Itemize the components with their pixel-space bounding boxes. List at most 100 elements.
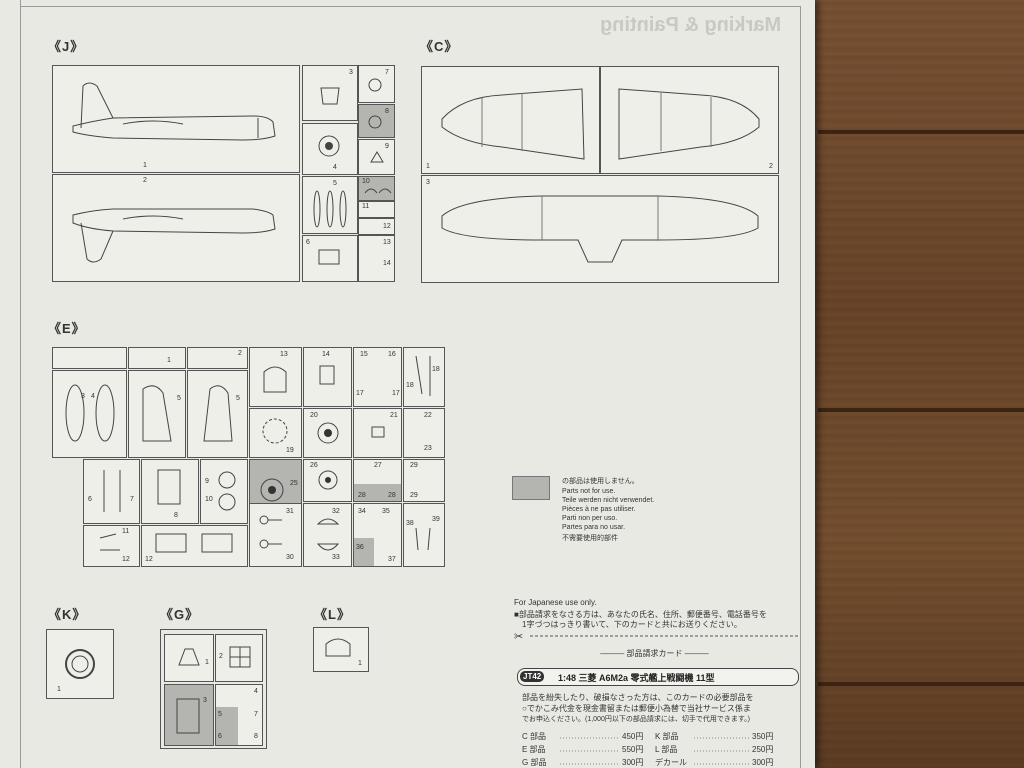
part-number: 13 [383,239,391,246]
part-number: 8 [385,108,389,115]
order-card-title: ——— 部品請求カード ——— [600,649,709,658]
sprue-j-part-10: 10 [358,176,395,201]
part-number: 13 [280,351,288,358]
sprue-j-part-6: 6 [302,235,358,282]
engine-drawing [317,422,339,444]
part-drawing [318,249,340,265]
propeller-drawing [313,190,347,228]
sprue-e-part-29: 29 29 [403,459,445,502]
unused-part-area [354,538,374,566]
sprue-j-part-2: 2 [52,174,300,282]
part-number: 5 [218,711,222,718]
price-part: デカール [655,758,687,767]
part-number: 18 [406,382,414,389]
part-number: 23 [424,445,432,452]
part-number: 10 [205,496,213,503]
wood-seam [818,130,1024,134]
sprue-g-part-4-8: 4 5 6 7 8 [215,684,263,746]
part-number: 31 [286,508,294,515]
part-number: 8 [254,733,258,740]
sprue-g-part-1: 1 [164,634,214,682]
part-number: 5 [333,180,337,187]
sprue-j-part-4: 4 [302,123,358,175]
wheel-drawing [218,471,236,511]
bleed-through-heading: Marking & Painting [600,14,782,36]
part-number: 1 [57,686,61,693]
section-label-j: 《J》 [48,39,85,54]
sprue-e-part-19-20: 18 18 [403,347,445,407]
part-number: 16 [388,351,396,358]
landing-gear-drawing [103,470,121,512]
part-number: 7 [254,711,258,718]
wood-seam [818,682,1024,686]
part-drawing [99,533,120,551]
section-label-l: 《L》 [314,607,351,622]
sprue-e-part-24: 22 23 [403,408,445,458]
part-number: 2 [219,653,223,660]
part-number: 18 [432,366,440,373]
legend-jp: の部品は使用しません。 [562,478,639,485]
part-drawing [178,648,200,666]
part-number: 38 [406,520,414,527]
part-number: 32 [332,508,340,515]
part-drawing [371,426,385,438]
part-number: 2 [769,163,773,170]
sprue-c-part-2: 2 [600,66,779,174]
sprue-g-part-2: 2 [215,634,263,682]
sprue-e-part-27-28: 27 28 28 [353,459,402,502]
sprue-c-part-1: 1 [421,66,600,174]
section-label-g: 《G》 [160,607,200,622]
part-number: 4 [91,393,95,400]
sprue-e-part-34-37: 34 35 36 37 [353,503,402,567]
sprue-j-part-9: 9 [358,139,395,175]
legend-it: Parti non per uso. [562,515,618,522]
part-drawing [325,638,351,657]
legend-fr: Pièces à ne pas utiliser. [562,506,636,513]
price-part: E 部品 [522,745,546,754]
part-number: 22 [424,412,432,419]
part-drawing [415,355,431,396]
part-number: 29 [410,492,418,499]
part-number: 1 [167,357,171,364]
legend-cn: 不需要使用的部件 [562,535,618,542]
part-number: 10 [362,178,370,185]
price-value: 550円 [622,745,644,754]
part-number: 1 [426,163,430,170]
part-number: 12 [145,556,153,563]
legend-es: Partes para no usar. [562,524,626,531]
order-instruction: 1字づつはっきり書いて、下のカードと共にお送りください。 [522,620,742,629]
seat-drawing [263,366,287,393]
legend-en: Parts not for use. [562,488,616,495]
part-number: 35 [382,508,390,515]
order-body: 部品を紛失したり、破損なさった方は、このカードの必要部品を [522,693,754,702]
sprue-e-part-17-18: 15 16 17 17 [353,347,402,407]
unused-parts-swatch [512,476,550,500]
part-drawing [364,188,392,194]
part-drawing [176,698,200,734]
part-drawing [316,518,340,551]
part-drawing [157,469,181,505]
scissors-icon: ✂ [514,631,524,643]
kit-code: JT42 [520,671,545,682]
part-number: 11 [362,203,370,210]
sprue-e-part-5b: 5 [187,370,248,458]
sprue-j-part-8: 8 [358,104,395,138]
price-leader-dots [560,737,750,765]
sprue-e-part-23: 21 [353,408,402,458]
price-value: 450円 [622,732,644,741]
sprue-e-part-1: 1 [128,347,186,369]
part-number: 36 [356,544,364,551]
part-number: 7 [385,69,389,76]
part-number: 33 [332,554,340,561]
price-part: G 部品 [522,758,547,767]
part-number: 5 [177,395,181,402]
part-drawing [368,115,382,129]
price-value: 250円 [752,745,774,754]
japanese-only-note: For Japanese use only. [514,598,597,607]
sprue-e-part-11-12: 11 12 [83,525,140,567]
part-number: 20 [310,412,318,419]
sprue-e-part-6-7: 6 7 [83,459,140,524]
instruction-sheet: Marking & Painting 《J》 1 2 3 7 8 4 9 [0,0,815,768]
part-number: 17 [356,390,364,397]
sprue-e-part-32-33: 32 33 [303,503,352,567]
